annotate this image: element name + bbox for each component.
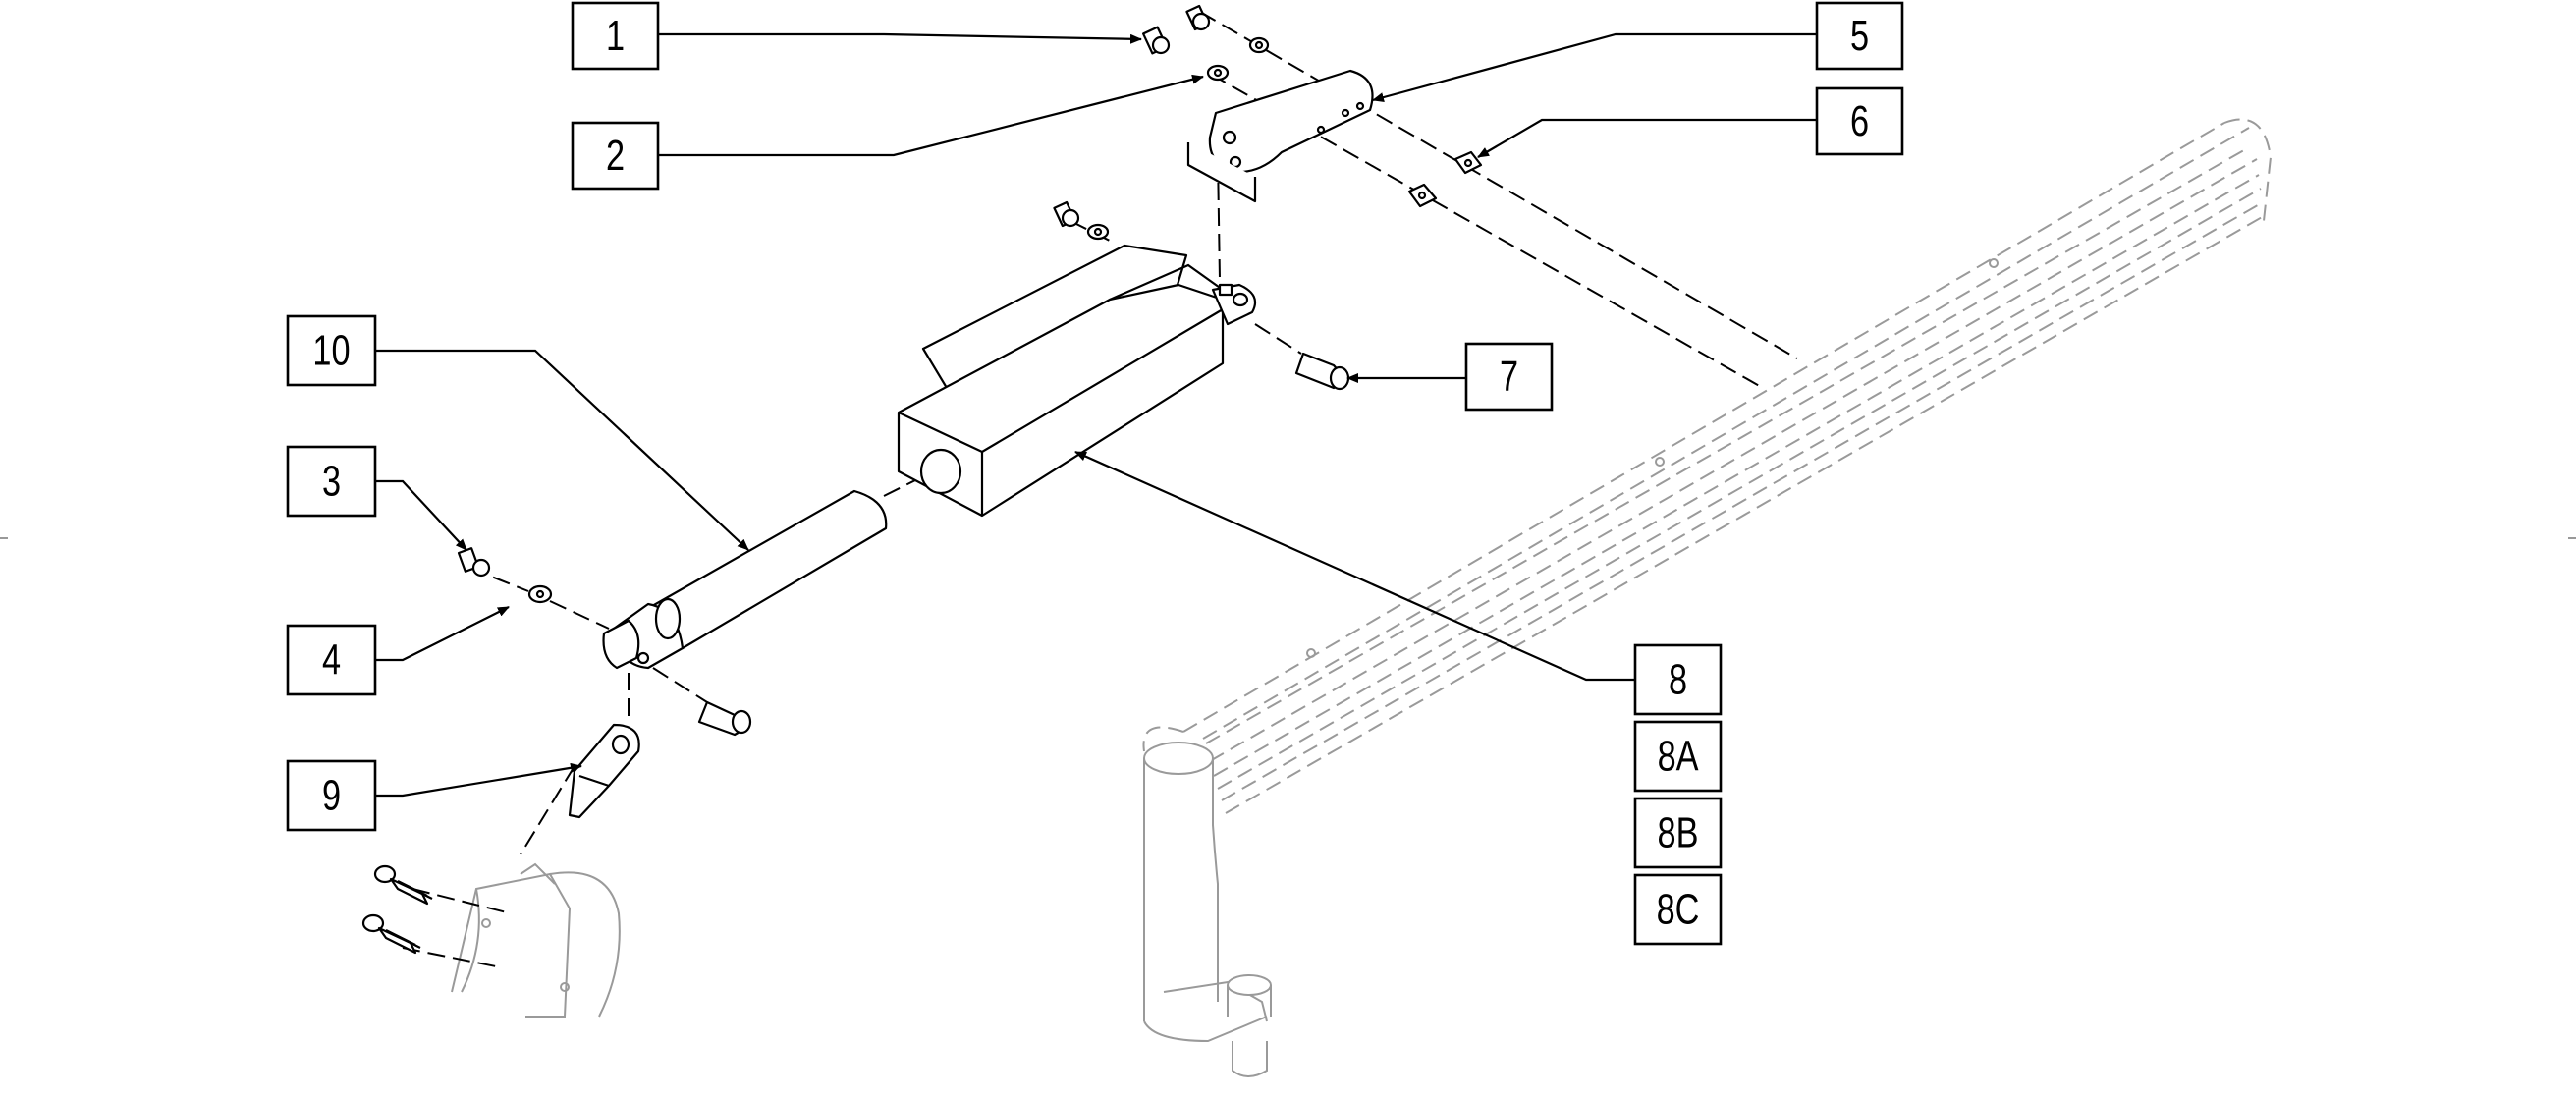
callout-8c: 8C [1633, 873, 1723, 946]
lower-pin [697, 700, 752, 737]
actuator-top-screw [1053, 200, 1110, 241]
rod-end [568, 723, 640, 819]
mounting-bracket [1186, 69, 1374, 203]
bottom-bolts [361, 864, 433, 955]
callout-2: 2 [571, 121, 660, 191]
callout-7: 7 [1464, 342, 1554, 412]
actuator-clevis [1211, 283, 1257, 326]
extension-tube [602, 489, 888, 670]
callout-label-4: 4 [322, 635, 341, 684]
callout-label-5: 5 [1850, 12, 1869, 60]
callout-label-10: 10 [312, 326, 350, 374]
callout-5: 5 [1815, 1, 1904, 71]
leader-lines [375, 32, 1817, 798]
callout-label-8a: 8A [1658, 732, 1700, 780]
callout-10: 10 [286, 314, 377, 387]
ghost-frame-post [1143, 258, 1999, 1077]
callout-label-2: 2 [606, 132, 625, 180]
callout-label-9: 9 [322, 771, 341, 819]
callout-8a: 8A [1633, 720, 1723, 793]
left-screw-washer [457, 547, 553, 604]
callout-label-7: 7 [1500, 353, 1518, 401]
ghost-bottom-bracket [451, 862, 621, 1018]
top-screws [1142, 4, 1270, 82]
callout-9: 9 [286, 759, 377, 832]
callout-4: 4 [286, 624, 377, 696]
callout-8b: 8B [1633, 797, 1723, 869]
callout-8: 8 [1633, 643, 1723, 716]
callout-label-8b: 8B [1658, 808, 1699, 856]
clevis-pin-7 [1294, 352, 1350, 391]
callout-1: 1 [571, 1, 660, 71]
actuator-housing [897, 244, 1225, 518]
callout-label-6: 6 [1850, 97, 1869, 145]
callout-label-8: 8 [1669, 655, 1687, 703]
callout-6: 6 [1815, 86, 1904, 156]
callout-label-1: 1 [606, 12, 625, 60]
callout-label-3: 3 [322, 457, 341, 505]
callout-3: 3 [286, 445, 377, 518]
square-nuts [1407, 150, 1483, 208]
ghost-frame-rail [1142, 118, 2273, 814]
callout-label-8c: 8C [1657, 885, 1700, 933]
